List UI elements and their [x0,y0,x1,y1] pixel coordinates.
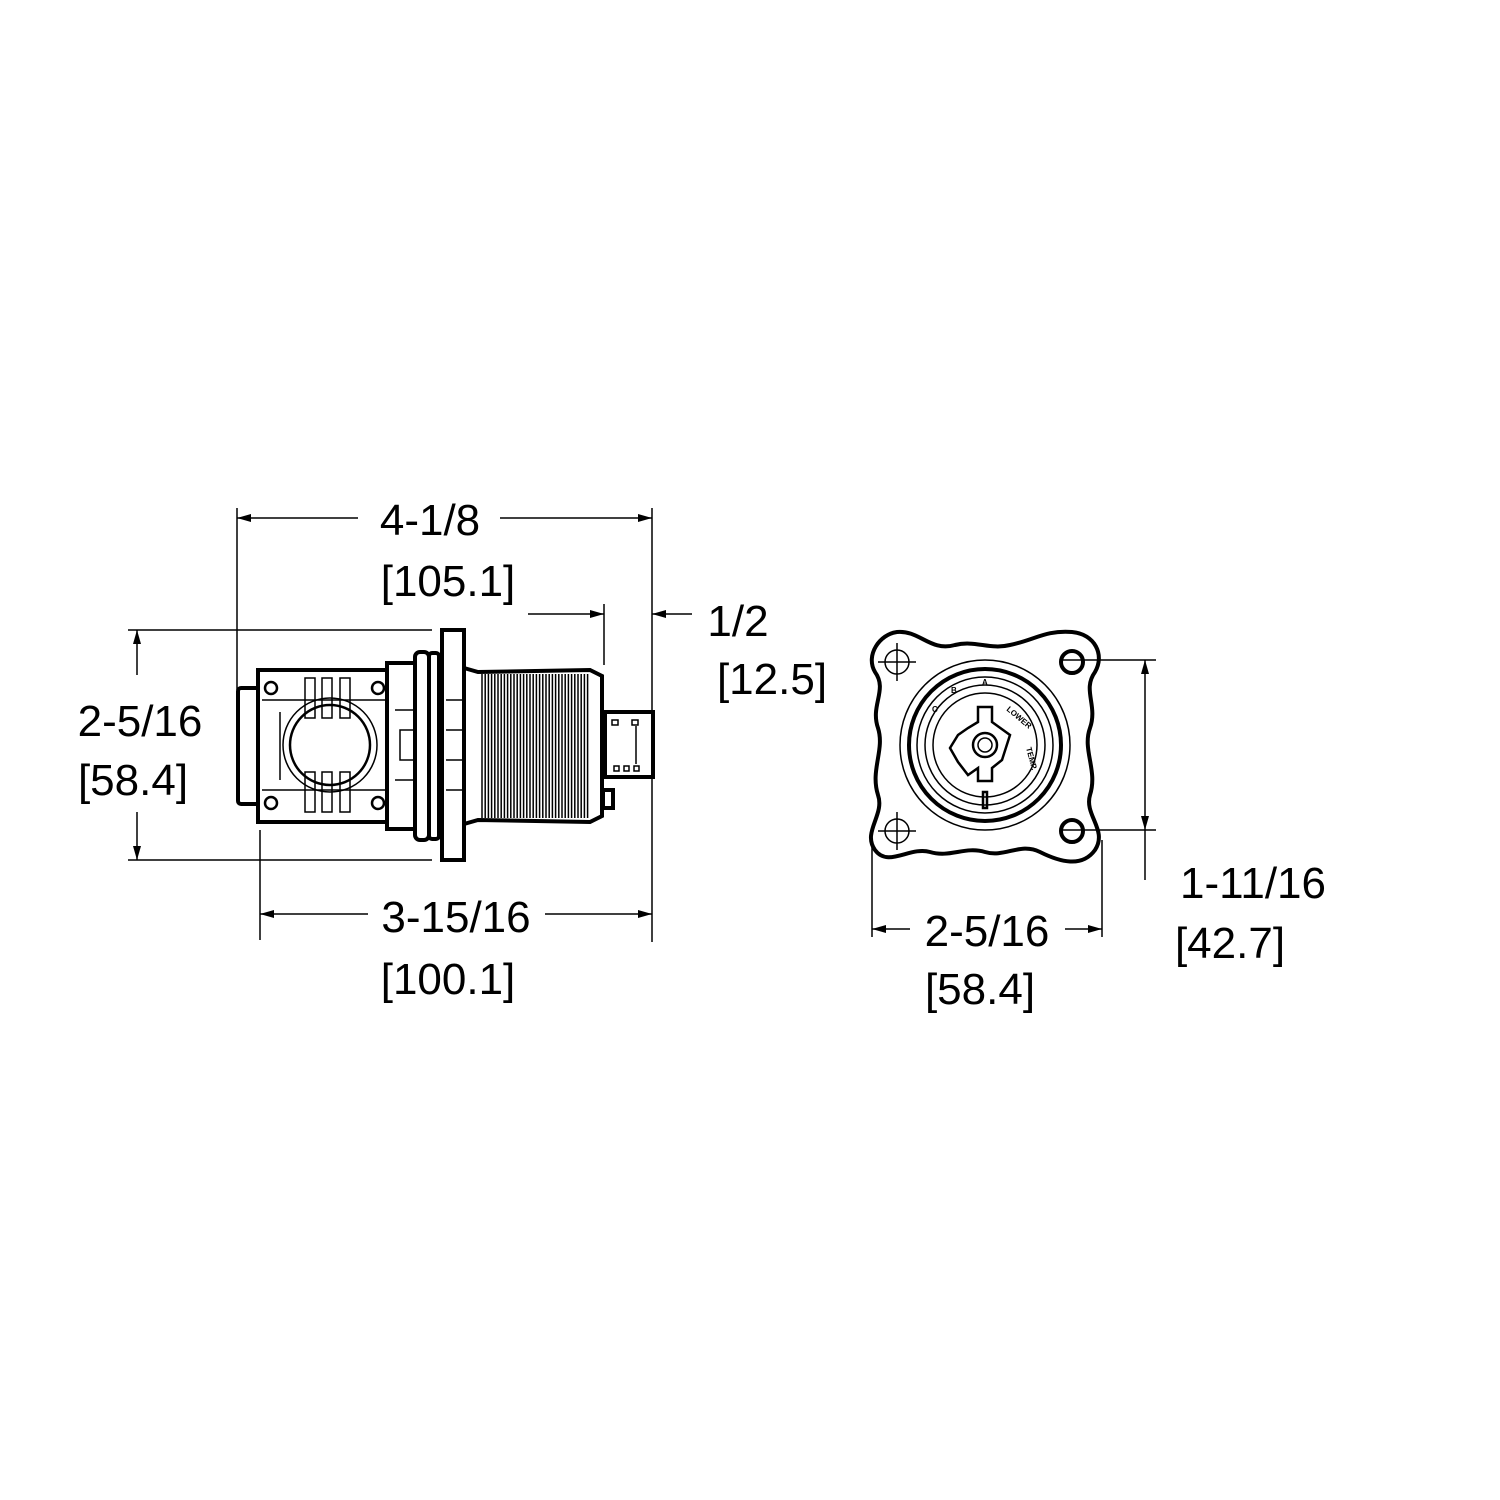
side-height-fraction: 2-5/16 [78,697,203,746]
stem-length-dimension: 1/2 [12.5] [528,597,827,704]
side-height-metric: [58.4] [78,756,188,805]
dial-label-a: A [982,678,988,687]
hole-spacing-metric: [42.7] [1175,919,1285,968]
cartridge-side-drawing [236,628,655,862]
body-length-metric: [100.1] [381,955,516,1004]
side-view: 4-1/8 [105.1] 1/2 [12.5] 2-5/16 [58.4] 3… [78,496,827,1004]
overall-length-metric: [105.1] [381,557,516,606]
front-width-fraction: 2-5/16 [925,907,1050,956]
stem-length-metric: [12.5] [717,655,827,704]
threads [481,674,589,818]
overall-length-dimension: 4-1/8 [105.1] [237,496,652,606]
front-extension-lines [871,659,1156,937]
mounting-holes [878,643,916,850]
stem-length-fraction: 1/2 [707,597,768,646]
hole-spacing-fraction: 1-11/16 [1180,859,1326,908]
front-view: C B A LOWER TEMP. 1-11/16 [42.7] 2-5/16 … [868,629,1326,1014]
hole-spacing-dimension: 1-11/16 [42.7] [1141,660,1326,968]
front-width-dimension: 2-5/16 [58.4] [872,907,1102,1014]
overall-length-fraction: 4-1/8 [380,496,480,545]
front-width-metric: [58.4] [925,965,1035,1014]
extension-lines [128,508,653,942]
body-length-fraction: 3-15/16 [381,893,530,942]
dial-label-b: B [951,686,957,695]
side-height-dimension: 2-5/16 [58.4] [78,630,203,860]
body-length-dimension: 3-15/16 [100.1] [260,893,652,1004]
dial-label-c: C [932,705,938,714]
